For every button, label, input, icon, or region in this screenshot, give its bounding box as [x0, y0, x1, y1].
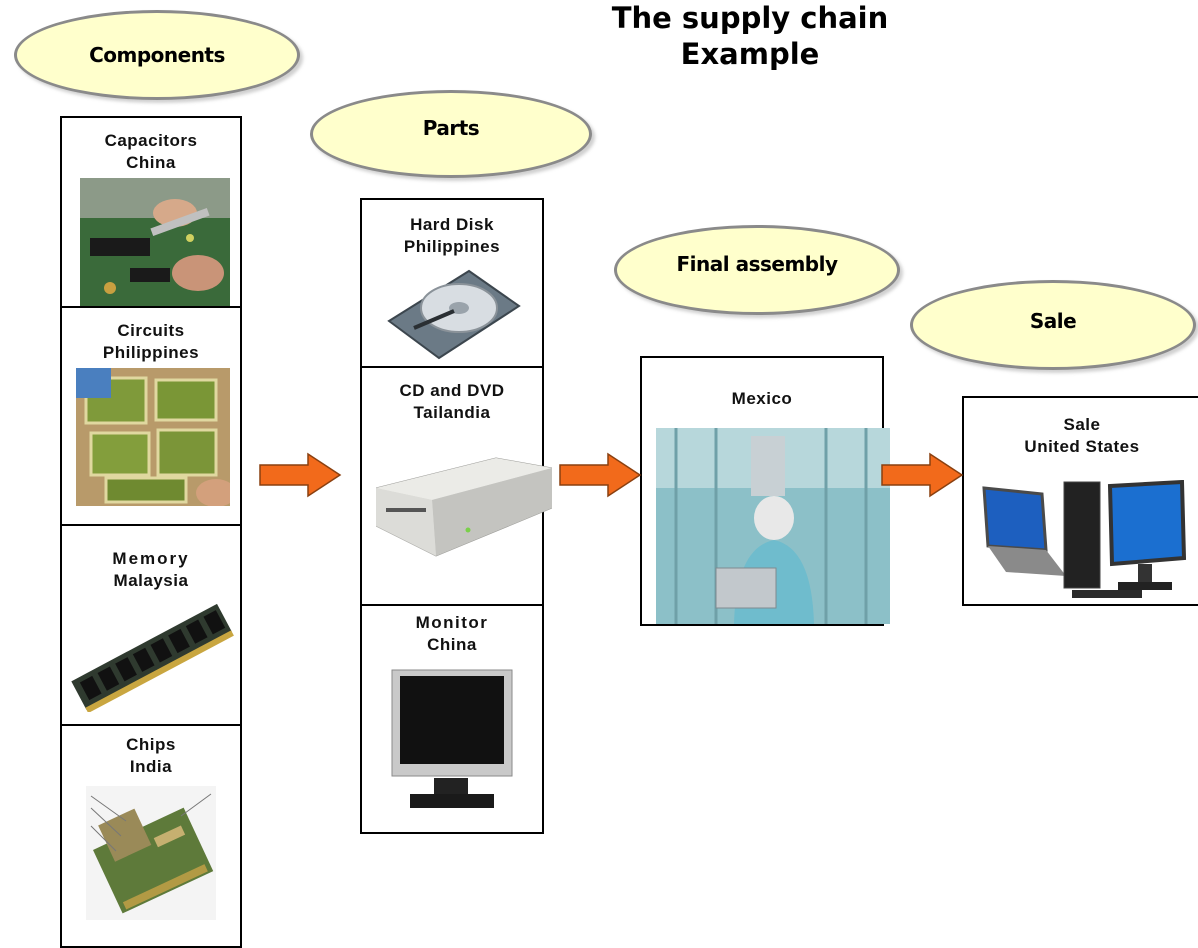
arrow-parts-to-assembly	[559, 452, 642, 498]
component-country: China	[126, 153, 176, 172]
monitor-photo	[391, 669, 513, 808]
component-name: Memory	[112, 549, 190, 568]
arrow-assembly-to-sale	[881, 452, 964, 498]
stage-sale-label: Sale	[1029, 309, 1077, 333]
component-name: Circuits	[117, 321, 185, 340]
stage-parts-label: Parts	[422, 116, 480, 140]
component-box-circuits: Circuits Philippines	[60, 306, 242, 528]
sale-box: Sale United States	[962, 396, 1198, 606]
assembly-box: Mexico	[640, 356, 890, 626]
component-country: Malaysia	[113, 571, 189, 590]
part-name: CD and DVD	[399, 381, 505, 400]
cd-dvd-drive-photo	[376, 457, 552, 557]
component-box-chips: Chips India	[60, 724, 242, 948]
component-box-memory: Memory Malaysia	[60, 524, 242, 728]
stage-final-assembly-label: Final assembly	[676, 252, 839, 276]
part-name: Monitor	[415, 613, 489, 632]
component-country: India	[129, 757, 173, 776]
memory-module-photo	[71, 603, 234, 712]
capacitors-photo	[80, 178, 230, 306]
part-box-monitor: Monitor China	[360, 604, 544, 834]
component-name: Chips	[126, 735, 176, 754]
part-country: China	[427, 635, 477, 654]
assembly-country: Mexico	[731, 389, 793, 408]
part-box-cd-dvd: CD and DVD Tailandia	[360, 366, 552, 608]
stage-final-assembly: Final assembly	[614, 225, 900, 315]
sale-country: United States	[1024, 437, 1140, 456]
stage-sale: Sale	[910, 280, 1196, 370]
stage-components: Components	[14, 10, 300, 100]
part-country: Tailandia	[413, 403, 491, 422]
component-country: Philippines	[102, 343, 200, 362]
factory-worker-photo	[656, 428, 890, 624]
part-box-hard-disk: Hard Disk Philippines	[360, 198, 544, 370]
part-country: Philippines	[403, 237, 501, 256]
component-box-capacitors: Capacitors China	[60, 116, 242, 310]
title-line-1: The supply chain	[611, 1, 889, 35]
stage-components-label: Components	[89, 43, 225, 67]
chip-board-photo	[86, 786, 216, 920]
stage-parts: Parts	[310, 90, 592, 178]
hard-disk-photo	[387, 269, 521, 360]
title-line-2: Example	[680, 37, 820, 71]
arrow-components-to-parts	[259, 452, 342, 498]
circuit-board-photo	[76, 368, 230, 506]
part-name: Hard Disk	[410, 215, 494, 234]
computers-photo	[982, 480, 1187, 598]
component-name: Capacitors	[104, 131, 198, 150]
diagram-title: The supply chain Example	[560, 0, 940, 72]
sale-name: Sale	[1063, 415, 1101, 434]
